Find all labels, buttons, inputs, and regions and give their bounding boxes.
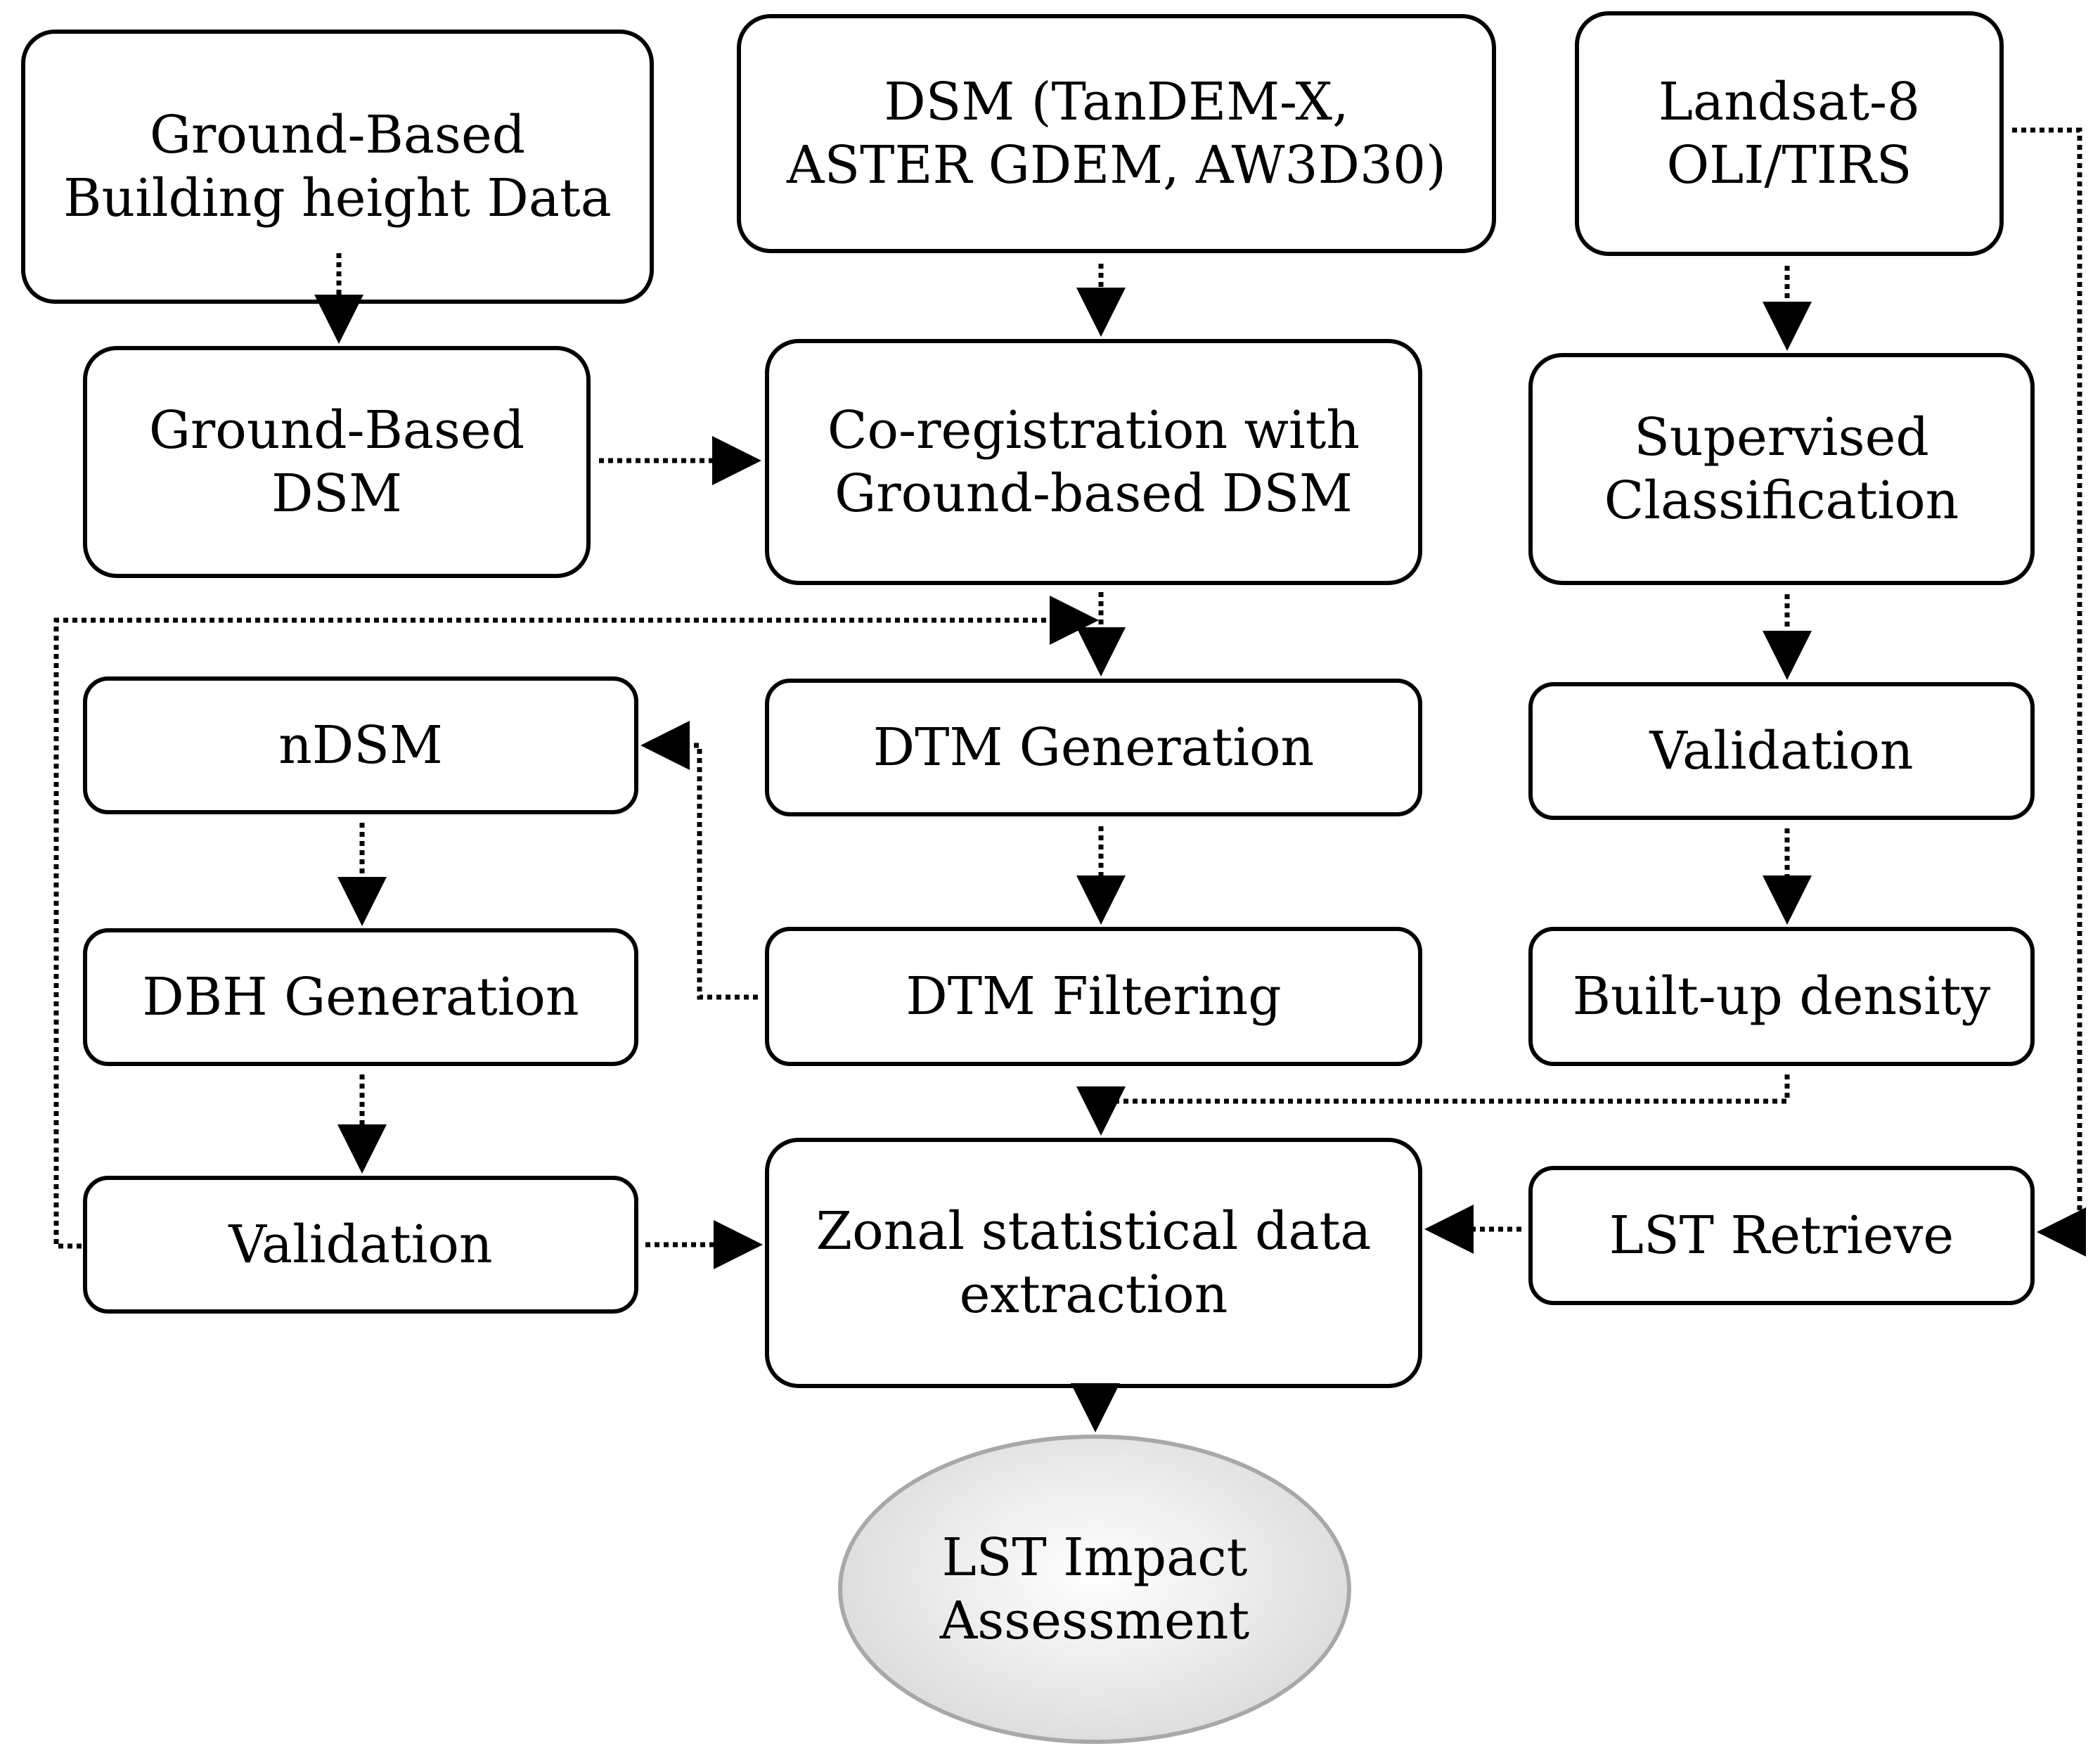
node-dbh-generation: DBH Generation — [83, 928, 638, 1066]
arrow-dtm-filtering-to-ndsm — [640, 721, 758, 1000]
node-label: Landsat-8 OLI/TIRS — [1658, 71, 1921, 195]
node-coregistration: Co-registration with Ground-based DSM — [765, 339, 1422, 585]
arrow-landsat-to-lst-retrieve — [2012, 127, 2086, 1257]
node-label: Ground-Based Building height Data — [63, 104, 612, 229]
node-builtup-density: Built-up density — [1528, 927, 2035, 1066]
node-label: Ground-Based DSM — [148, 399, 525, 524]
node-supervised-classification: Supervised Classification — [1528, 353, 2035, 585]
arrow-validation-to-coregistration — [53, 596, 1099, 1249]
node-label: LST Retrieve — [1609, 1205, 1954, 1266]
node-label: Co-registration with Ground-based DSM — [827, 399, 1360, 524]
node-dtm-generation: DTM Generation — [765, 679, 1422, 816]
node-label: LST Impact Assessment — [939, 1527, 1250, 1651]
node-validation-left: Validation — [83, 1176, 638, 1314]
node-landsat8: Landsat-8 OLI/TIRS — [1575, 11, 2004, 256]
node-dsm-sources: DSM (TanDEM-X, ASTER GDEM, AW3D30) — [737, 14, 1496, 253]
node-label: DBH Generation — [142, 966, 579, 1027]
node-label: Supervised Classification — [1604, 406, 1959, 531]
node-label: DSM (TanDEM-X, ASTER GDEM, AW3D30) — [787, 71, 1446, 195]
node-label: DTM Generation — [872, 717, 1315, 778]
node-lst-impact-assessment: LST Impact Assessment — [838, 1435, 1351, 1744]
node-ground-based-building-height-data: Ground-Based Building height Data — [21, 30, 654, 304]
node-lst-retrieve: LST Retrieve — [1528, 1166, 2035, 1305]
node-dtm-filtering: DTM Filtering — [765, 927, 1422, 1066]
node-ground-based-dsm: Ground-Based DSM — [83, 346, 591, 578]
node-label: Validation — [1649, 720, 1914, 781]
node-label: nDSM — [278, 714, 443, 776]
arrow-builtup-to-zonal — [1076, 1074, 1790, 1136]
node-label: DTM Filtering — [906, 965, 1282, 1027]
node-label: Zonal statistical data extraction — [816, 1200, 1372, 1325]
node-label: Validation — [228, 1214, 493, 1275]
node-ndsm: nDSM — [83, 676, 638, 814]
node-label: Built-up density — [1572, 965, 1991, 1027]
node-zonal-extraction: Zonal statistical data extraction — [765, 1138, 1422, 1388]
node-validation-right: Validation — [1528, 682, 2035, 820]
